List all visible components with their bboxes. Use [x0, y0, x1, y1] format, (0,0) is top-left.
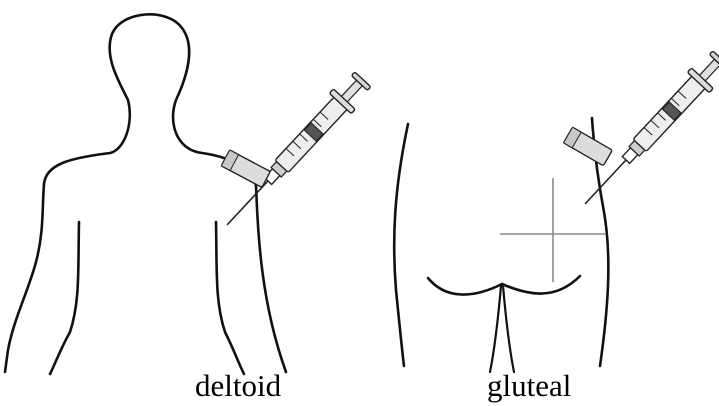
deltoid-label: deltoid [195, 368, 281, 404]
deltoid-syringe-icon [216, 69, 374, 235]
gluteal-cleft [490, 286, 514, 372]
deltoid-swab [221, 150, 270, 187]
gluteal-label: gluteal [487, 368, 571, 404]
left-inner-line [50, 222, 79, 374]
upper-body-outline [5, 14, 286, 372]
right-inner-line [216, 222, 244, 374]
gluteal-swab [564, 127, 613, 166]
gluteal-syringe-icon [574, 48, 719, 214]
left-hip-outline [394, 124, 408, 366]
